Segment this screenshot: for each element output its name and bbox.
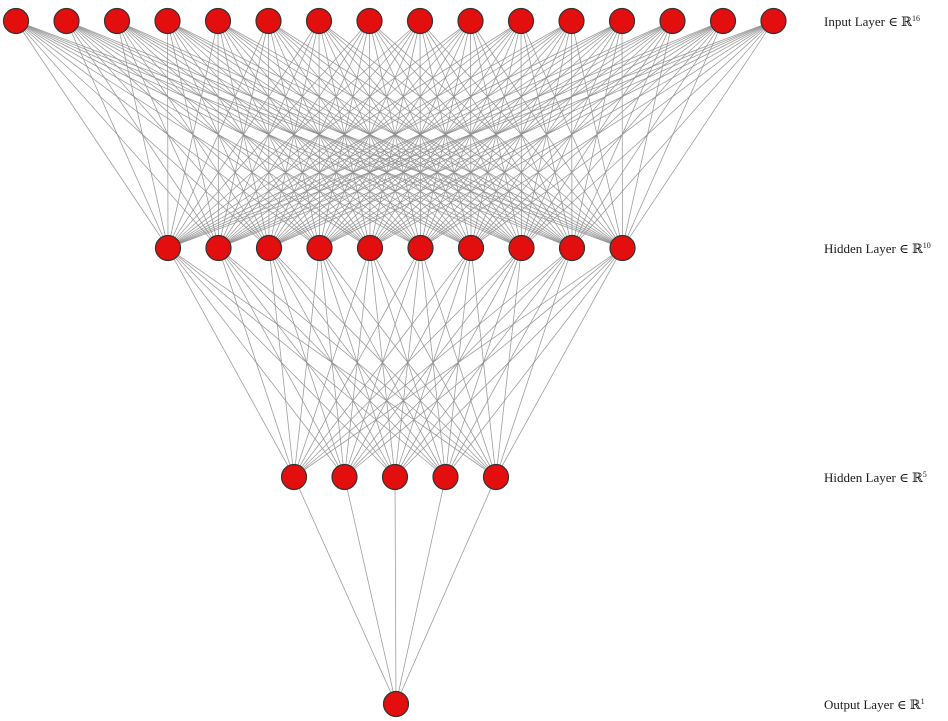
edge-l2-n1-to-l3-n0: [344, 476, 397, 705]
edge-l0-n4-to-l1-n0: [167, 20, 219, 249]
edge-l0-n15-to-l1-n5: [420, 20, 774, 249]
edge-l0-n15-to-l1-n6: [470, 20, 774, 249]
neuron-layer2-2: [381, 463, 409, 491]
edge-l0-n7-to-l1-n0: [167, 20, 370, 249]
neuron-layer1-3: [306, 234, 333, 262]
edge-l0-n15-to-l1-n1: [218, 20, 774, 249]
neuron-layer1-5: [407, 234, 434, 262]
neuron-layer2-1: [331, 463, 358, 491]
neuron-layer0-14: [709, 7, 737, 35]
neuron-layer0-6: [305, 7, 333, 35]
edge-l1-n6-to-l2-n0: [293, 247, 472, 478]
edge-l2-n2-to-l3-n0: [394, 476, 397, 705]
edge-l2-n0-to-l3-n0: [293, 476, 397, 705]
edge-l1-n8-to-l2-n0: [293, 247, 573, 478]
neuron-layer3-0: [382, 690, 410, 718]
edge-l1-n5-to-l2-n0: [293, 247, 421, 478]
neuron-layer0-4: [204, 7, 232, 35]
edge-l1-n4-to-l2-n0: [293, 247, 371, 478]
edge-l0-n15-to-l1-n2: [268, 20, 774, 249]
edge-l0-n14-to-l1-n0: [167, 20, 724, 249]
neuron-layer0-13: [659, 7, 686, 35]
neuron-layer0-2: [103, 7, 131, 35]
neuron-layer0-1: [53, 7, 80, 35]
neuron-layer1-0: [154, 234, 182, 262]
edge-l1-n3-to-l2-n0: [293, 247, 320, 478]
edge-l0-n13-to-l1-n0: [167, 20, 673, 249]
edge-l0-n11-to-l1-n0: [167, 20, 572, 249]
layer-labels: Input Layer ∈ ℝ16 Hidden Layer ∈ ℝ10 Hid…: [824, 14, 931, 712]
edge-l0-n6-to-l1-n0: [167, 20, 320, 249]
neuron-layer1-7: [508, 234, 535, 262]
edge-l0-n9-to-l1-n0: [167, 20, 471, 249]
neuron-layer0-5: [255, 7, 282, 35]
edge-l0-n15-to-l1-n3: [319, 20, 774, 249]
neuron-layer0-11: [558, 7, 585, 35]
edge-l0-n10-to-l1-n0: [167, 20, 522, 249]
edge-l1-n1-to-l2-n0: [218, 247, 295, 478]
edge-l1-n9-to-l2-n0: [293, 247, 623, 478]
neuron-layer2-3: [432, 463, 459, 491]
edge-l0-n15-to-l1-n0: [167, 20, 774, 249]
edge-l0-n15-to-l1-n7: [521, 20, 774, 249]
edge-l1-n9-to-l2-n3: [445, 247, 623, 478]
edge-l0-n2-to-l1-n0: [116, 20, 169, 249]
edge-l0-n3-to-l1-n0: [167, 20, 169, 249]
edge-l1-n9-to-l2-n2: [394, 247, 623, 478]
edge-l2-n3-to-l3-n0: [395, 476, 446, 705]
hidden-layer-1-label: Hidden Layer ∈ ℝ10: [824, 241, 931, 256]
neuron-layer0-9: [457, 7, 484, 35]
neuron-layer0-12: [608, 7, 636, 35]
edge-l0-n1-to-l1-n0: [66, 20, 169, 249]
edge-l1-n9-to-l2-n1: [344, 247, 623, 478]
edge-l0-n15-to-l1-n8: [571, 20, 774, 249]
edge-l0-n5-to-l1-n0: [167, 20, 269, 249]
neuron-layer0-0: [2, 7, 30, 35]
edge-l0-n0-to-l1-n0: [15, 20, 169, 249]
hidden-layer-2-label: Hidden Layer ∈ ℝ5: [824, 470, 927, 485]
edge-l0-n8-to-l1-n0: [167, 20, 421, 249]
neuron-layer0-8: [406, 7, 434, 35]
edge-l0-n12-to-l1-n0: [167, 20, 623, 249]
edge-l0-n15-to-l1-n4: [369, 20, 774, 249]
neuron-layer0-7: [356, 7, 383, 35]
input-layer-label: Input Layer ∈ ℝ16: [824, 14, 920, 29]
edge-l2-n4-to-l3-n0: [395, 476, 497, 705]
neuron-layer1-8: [558, 234, 586, 262]
neuron-layer0-3: [154, 7, 181, 35]
neuron-layer2-0: [280, 463, 308, 491]
neuron-layer1-2: [255, 234, 283, 262]
connections: [15, 20, 774, 705]
neuron-layer2-4: [482, 463, 510, 491]
neuron-layer0-10: [507, 7, 535, 35]
output-layer-label: Output Layer ∈ ℝ1: [824, 697, 925, 712]
edge-l1-n0-to-l2-n0: [167, 247, 295, 478]
neurons: [2, 7, 787, 718]
edge-l0-n15-to-l1-n9: [622, 20, 774, 249]
edge-l1-n2-to-l2-n0: [268, 247, 295, 478]
neuron-layer1-9: [609, 234, 636, 262]
edge-l1-n9-to-l2-n4: [495, 247, 623, 478]
neuron-layer1-4: [356, 234, 384, 262]
neuron-layer0-15: [760, 7, 787, 35]
edge-l1-n7-to-l2-n0: [293, 247, 522, 478]
neuron-layer1-6: [457, 234, 485, 262]
neuron-layer1-1: [205, 234, 232, 262]
